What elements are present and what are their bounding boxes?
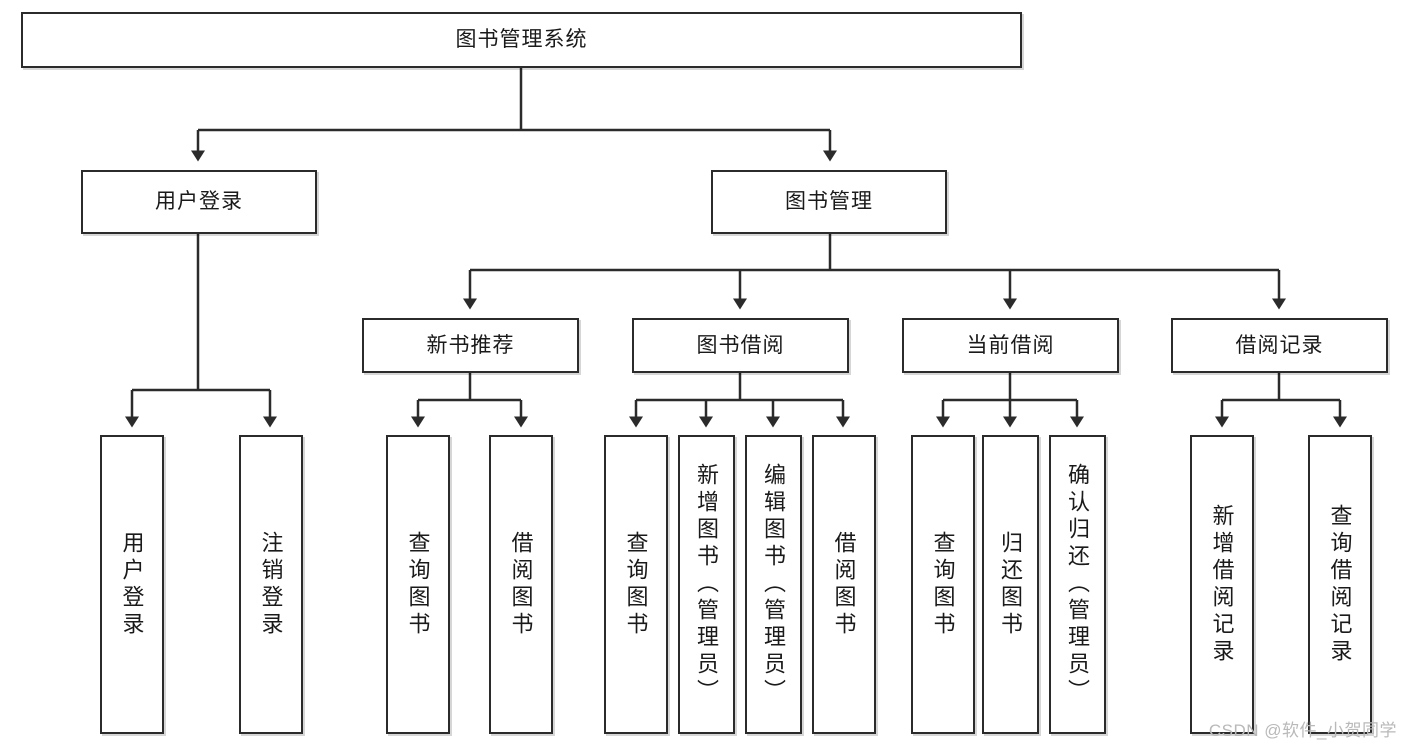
node-leaf-user-logout[interactable]: 注销登录 <box>239 435 303 734</box>
node-book-manage-label: 图书管理 <box>785 190 873 214</box>
node-leaf-record-add-label: 新增借阅记录 <box>1209 503 1235 666</box>
node-user-login-label: 用户登录 <box>155 190 243 214</box>
node-leaf-record-query-label: 查询借阅记录 <box>1327 503 1353 666</box>
node-leaf-rec-query[interactable]: 查询图书 <box>386 435 450 734</box>
node-leaf-borrow-edit[interactable]: 编辑图书（管理员） <box>745 435 802 734</box>
node-leaf-borrow-add-label: 新增图书（管理员） <box>694 463 720 706</box>
node-current-borrow[interactable]: 当前借阅 <box>902 318 1119 373</box>
node-leaf-current-return[interactable]: 归还图书 <box>982 435 1039 734</box>
node-borrow-record-label: 借阅记录 <box>1235 333 1324 357</box>
node-leaf-current-query-label: 查询图书 <box>930 530 956 639</box>
node-leaf-rec-borrow-label: 借阅图书 <box>508 530 534 639</box>
node-user-login[interactable]: 用户登录 <box>81 170 317 234</box>
node-leaf-record-add[interactable]: 新增借阅记录 <box>1190 435 1254 734</box>
node-leaf-borrow-query-label: 查询图书 <box>623 530 649 639</box>
node-leaf-borrow-borrow-label: 借阅图书 <box>831 530 857 639</box>
node-leaf-user-logout-label: 注销登录 <box>258 530 284 639</box>
node-book-manage[interactable]: 图书管理 <box>711 170 947 234</box>
node-leaf-borrow-query[interactable]: 查询图书 <box>604 435 668 734</box>
node-root[interactable]: 图书管理系统 <box>21 12 1022 68</box>
node-leaf-borrow-borrow[interactable]: 借阅图书 <box>812 435 876 734</box>
node-leaf-borrow-edit-label: 编辑图书（管理员） <box>761 463 787 706</box>
node-leaf-borrow-add[interactable]: 新增图书（管理员） <box>678 435 735 734</box>
node-new-book-rec[interactable]: 新书推荐 <box>362 318 579 373</box>
node-leaf-user-login[interactable]: 用户登录 <box>100 435 164 734</box>
node-leaf-rec-borrow[interactable]: 借阅图书 <box>489 435 553 734</box>
node-book-borrow-label: 图书借阅 <box>696 333 785 357</box>
node-new-book-rec-label: 新书推荐 <box>426 333 515 357</box>
node-leaf-rec-query-label: 查询图书 <box>405 530 431 639</box>
node-leaf-current-query[interactable]: 查询图书 <box>911 435 975 734</box>
node-book-borrow[interactable]: 图书借阅 <box>632 318 849 373</box>
node-borrow-record[interactable]: 借阅记录 <box>1171 318 1388 373</box>
node-leaf-current-return-label: 归还图书 <box>998 530 1024 639</box>
node-root-label: 图书管理系统 <box>455 28 588 52</box>
node-leaf-user-login-label: 用户登录 <box>119 530 145 639</box>
node-leaf-current-confirm[interactable]: 确认归还（管理员） <box>1049 435 1106 734</box>
node-leaf-current-confirm-label: 确认归还（管理员） <box>1065 463 1091 706</box>
node-current-borrow-label: 当前借阅 <box>966 333 1055 357</box>
node-leaf-record-query[interactable]: 查询借阅记录 <box>1308 435 1372 734</box>
watermark: CSDN @软件_小贺同学 <box>1208 721 1397 740</box>
